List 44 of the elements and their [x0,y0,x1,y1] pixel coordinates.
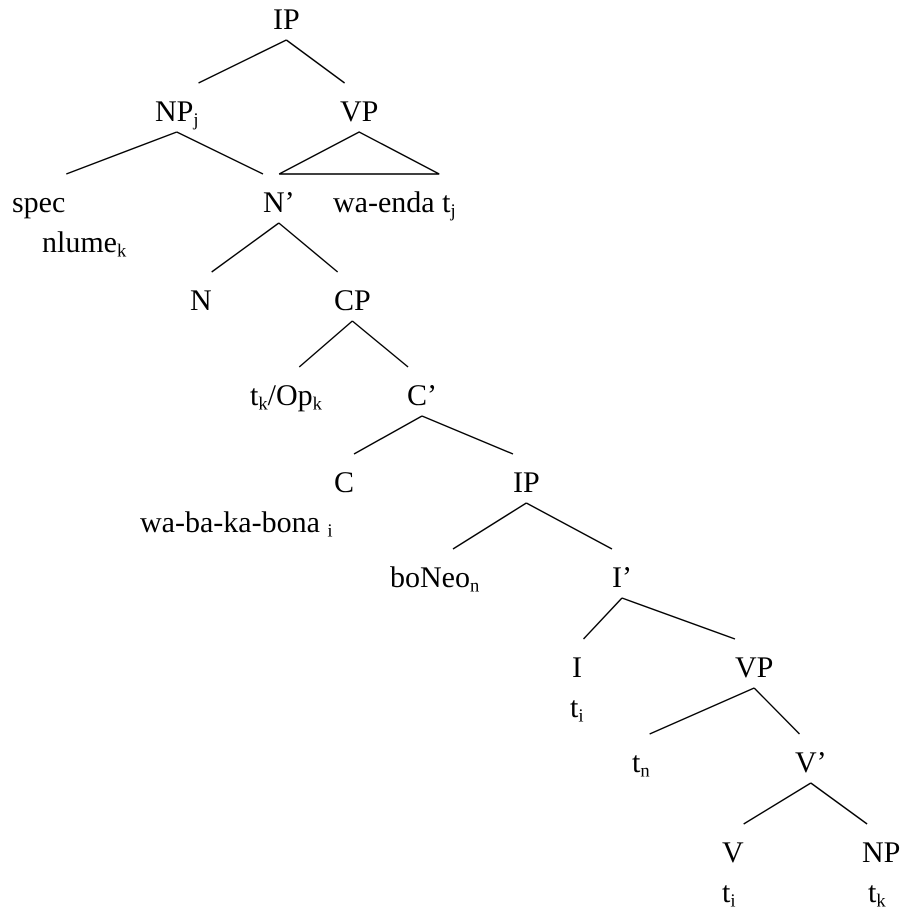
tree-branch [810,782,868,825]
tree-branch [743,782,812,825]
tree-branch [452,502,527,550]
tree-branch [211,222,280,273]
tree-branch [278,222,338,273]
node-label: C [334,466,354,499]
node-label: V [722,836,744,869]
triangle-branch [278,131,440,175]
node-label: I’ [612,561,632,594]
tree-branch [583,598,622,640]
node-gloss: wa-ba-ka-bona $_{i}$ [140,506,333,539]
tree-branch [298,320,353,368]
node-label: VP [340,95,378,128]
tree-branch [622,597,736,640]
node-gloss: t$_{i}$ [570,691,584,724]
node-label: N’ [263,186,295,219]
node-label: wa-enda t$_{j}$ [333,186,456,219]
node-label: t$_{k}$/Op$_{k}$ [250,379,322,412]
node-label: C’ [407,379,437,412]
node-label: NP$_{j}$ [155,95,199,128]
node-label: boNeo$_{n}$ [390,561,480,594]
node-gloss: t$_{k}$ [868,876,886,909]
node-gloss: nlume$_{k}$ [42,226,126,259]
node-label: V’ [795,746,827,779]
node-label: N [190,284,212,317]
tree-branch [198,39,287,84]
node-label: t$_{n}$ [632,746,650,779]
tree-branch [286,39,346,84]
node-gloss: t$_{i}$ [722,876,736,909]
tree-branch [754,688,800,734]
tree-branch [422,415,514,455]
node-label: IP [513,466,540,499]
tree-branch [66,131,178,175]
tree-branch [176,131,264,175]
tree-branch [354,415,422,455]
node-label: I [572,651,582,684]
tree-branch [526,502,612,550]
node-label: VP [735,651,774,684]
tree-branch [352,320,409,368]
node-label: CP [334,284,371,317]
node-label: IP [273,3,300,36]
tree-branch [649,687,754,735]
node-label: spec [12,186,66,219]
node-label: NP [862,836,900,869]
